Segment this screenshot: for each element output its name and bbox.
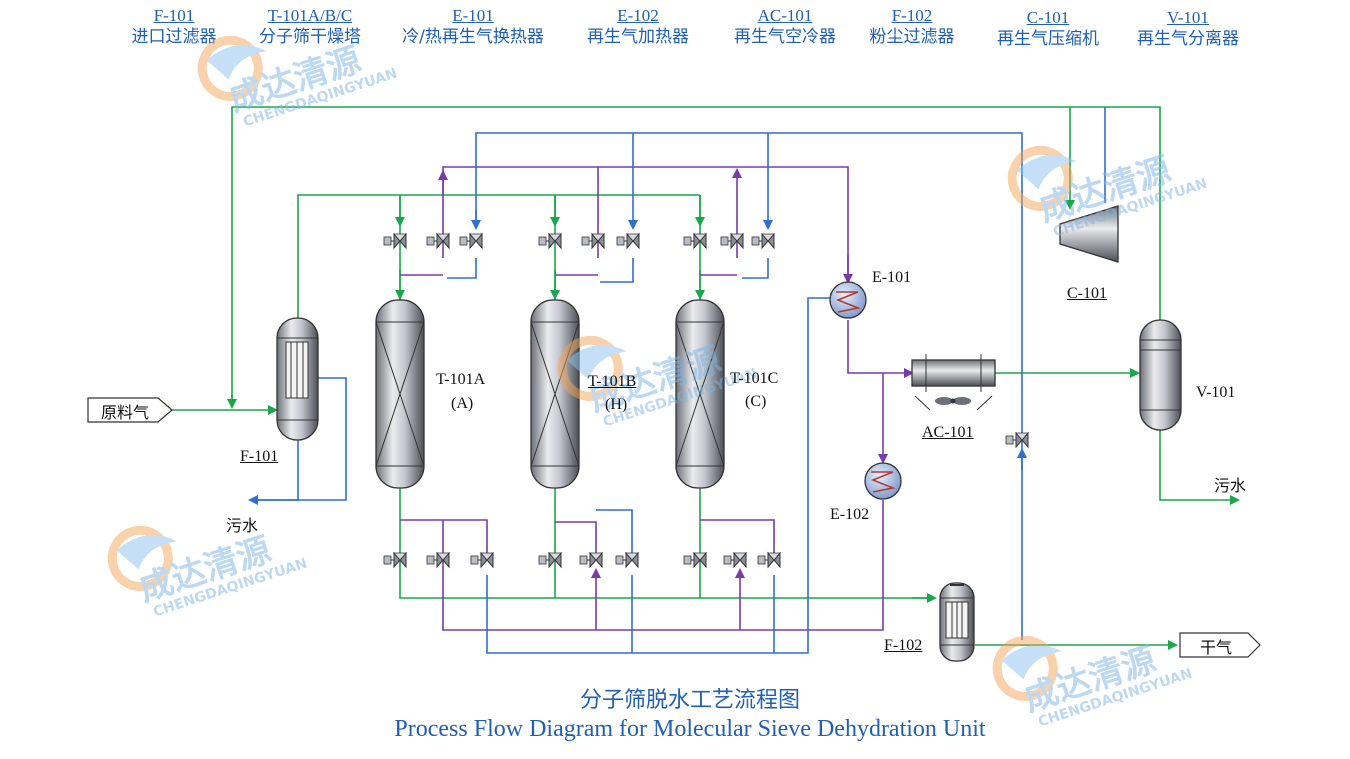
legend-name: 再生气空冷器 (734, 27, 836, 47)
legend-name: 再生气分离器 (1137, 29, 1239, 49)
c101-regen-compressor[interactable] (1059, 205, 1119, 263)
legend-name: 冷/热再生气换热器 (402, 27, 544, 47)
v101-label: V-101 (1196, 384, 1236, 401)
feed-stream-label: 原料气 (101, 403, 150, 422)
regen-return-line (231, 106, 1161, 406)
bottom-valve-1-2[interactable] (615, 551, 639, 569)
legend-name: 再生气压缩机 (997, 29, 1099, 49)
hot-bottom-tie-a (400, 519, 488, 560)
bottom-valve-0-0[interactable] (383, 551, 407, 569)
top-valve-0-2[interactable] (459, 232, 483, 250)
cold-tie-c (742, 258, 769, 279)
top-valve-2-2[interactable] (751, 232, 775, 250)
blue-regen-lines (248, 107, 1106, 654)
cold-bottom-tie-b (596, 509, 633, 560)
cold-tie-a (447, 258, 477, 279)
top-valve-0-0[interactable] (383, 232, 407, 250)
cold-regen-header (475, 132, 1023, 640)
c101-label: C-101 (1067, 285, 1107, 302)
legend-item-f101: F-101 进口过滤器 (114, 6, 234, 48)
dry-gas-stream-label: 干气 (1200, 638, 1233, 657)
legend-name: 进口过滤器 (131, 27, 217, 47)
legend-tag: F-102 (891, 6, 933, 25)
green-process-lines (172, 106, 1240, 650)
hot-bottom-tie-b (555, 521, 597, 560)
legend-item-c101: C-101 再生气压缩机 (988, 8, 1108, 50)
drying-tower-a[interactable] (375, 299, 425, 489)
legend-item-e101: E-101 冷/热再生气换热器 (398, 6, 548, 48)
legend-item-f102: F-102 粉尘过滤器 (852, 6, 972, 48)
hot-bottom-header (442, 500, 884, 631)
legend-name: 再生气加热器 (587, 27, 689, 47)
f101-inlet-filter[interactable] (276, 317, 319, 441)
diagram-caption-cn: 分子筛脱水工艺流程图 (579, 688, 800, 713)
legend-tag: E-101 (452, 6, 494, 25)
e102-regen-heater[interactable] (864, 462, 902, 500)
waste-water-label-1: 污水 (226, 516, 259, 535)
legend-name: 粉尘过滤器 (869, 27, 955, 47)
hot-regen-header (442, 166, 849, 280)
top-valve-1-0[interactable] (538, 232, 562, 250)
dry-gas-stream-tag (1179, 632, 1261, 658)
bottom-valve-1-1[interactable] (579, 551, 603, 569)
top-valve-1-1[interactable] (581, 232, 605, 250)
e101-heat-exchanger[interactable] (829, 281, 867, 319)
f102-label: F-102 (884, 637, 923, 654)
bottom-valve-0-2[interactable] (470, 551, 494, 569)
separator-drain (1159, 430, 1240, 505)
legend-tag: E-102 (617, 6, 659, 25)
inlet-header (297, 194, 700, 318)
e102-label: E-102 (830, 506, 870, 523)
e101-to-ac101 (847, 320, 914, 378)
waste-water-label-2: 污水 (1214, 476, 1247, 495)
cold-bottom-header (486, 293, 840, 654)
legend-item-t101: T-101A/B/C 分子筛干燥塔 (250, 6, 370, 48)
filter-drain-b (248, 440, 299, 505)
top-valve-2-1[interactable] (720, 232, 744, 250)
hot-bottom-tie-c (700, 519, 775, 560)
bottom-valve-2-0[interactable] (683, 551, 707, 569)
top-valve-1-2[interactable] (616, 232, 640, 250)
legend-tag: C-101 (1026, 8, 1070, 27)
ac101-label: AC-101 (922, 424, 974, 441)
legend-item-ac101: AC-101 再生气空冷器 (725, 6, 845, 48)
v101-regen-separator[interactable] (1139, 319, 1182, 431)
cold-tie-b (600, 258, 634, 283)
purple-regen-lines (400, 166, 914, 631)
top-valve-2-0[interactable] (683, 232, 707, 250)
legend-name: 分子筛干燥塔 (259, 27, 361, 47)
legend-item-e102: E-102 再生气加热器 (578, 6, 698, 48)
ac101-air-cooler[interactable] (911, 354, 996, 411)
outlet-header (399, 488, 930, 599)
legend-tag: F-101 (153, 6, 195, 25)
legend-item-v101: V-101 再生气分离器 (1128, 8, 1248, 50)
t101c-tag-label: T-101C (730, 370, 779, 387)
bypass-valve[interactable] (1005, 431, 1029, 449)
legend-tag: V-101 (1167, 8, 1209, 27)
diagram-caption-en: Process Flow Diagram for Molecular Sieve… (394, 716, 986, 742)
t101b-mode-label: (H) (605, 396, 628, 413)
legend-tag: T-101A/B/C (267, 6, 353, 25)
feed-stream-tag (87, 397, 173, 423)
valve-group (383, 232, 1029, 569)
t101a-tag-label: T-101A (436, 371, 486, 388)
f102-dust-filter[interactable] (939, 582, 975, 662)
e101-label: E-101 (872, 269, 912, 286)
bottom-valve-0-1[interactable] (426, 551, 450, 569)
legend-tag: AC-101 (757, 6, 813, 25)
f101-label: F-101 (240, 448, 279, 465)
t101b-tag-label: T-101B (588, 373, 637, 390)
t101c-mode-label: (C) (745, 393, 767, 410)
drying-tower-c[interactable] (675, 299, 725, 489)
bottom-valve-2-1[interactable] (723, 551, 747, 569)
bottom-valve-2-2[interactable] (757, 551, 781, 569)
top-valve-0-1[interactable] (426, 232, 450, 250)
bottom-valve-1-0[interactable] (538, 551, 562, 569)
t101a-mode-label: (A) (451, 395, 474, 412)
